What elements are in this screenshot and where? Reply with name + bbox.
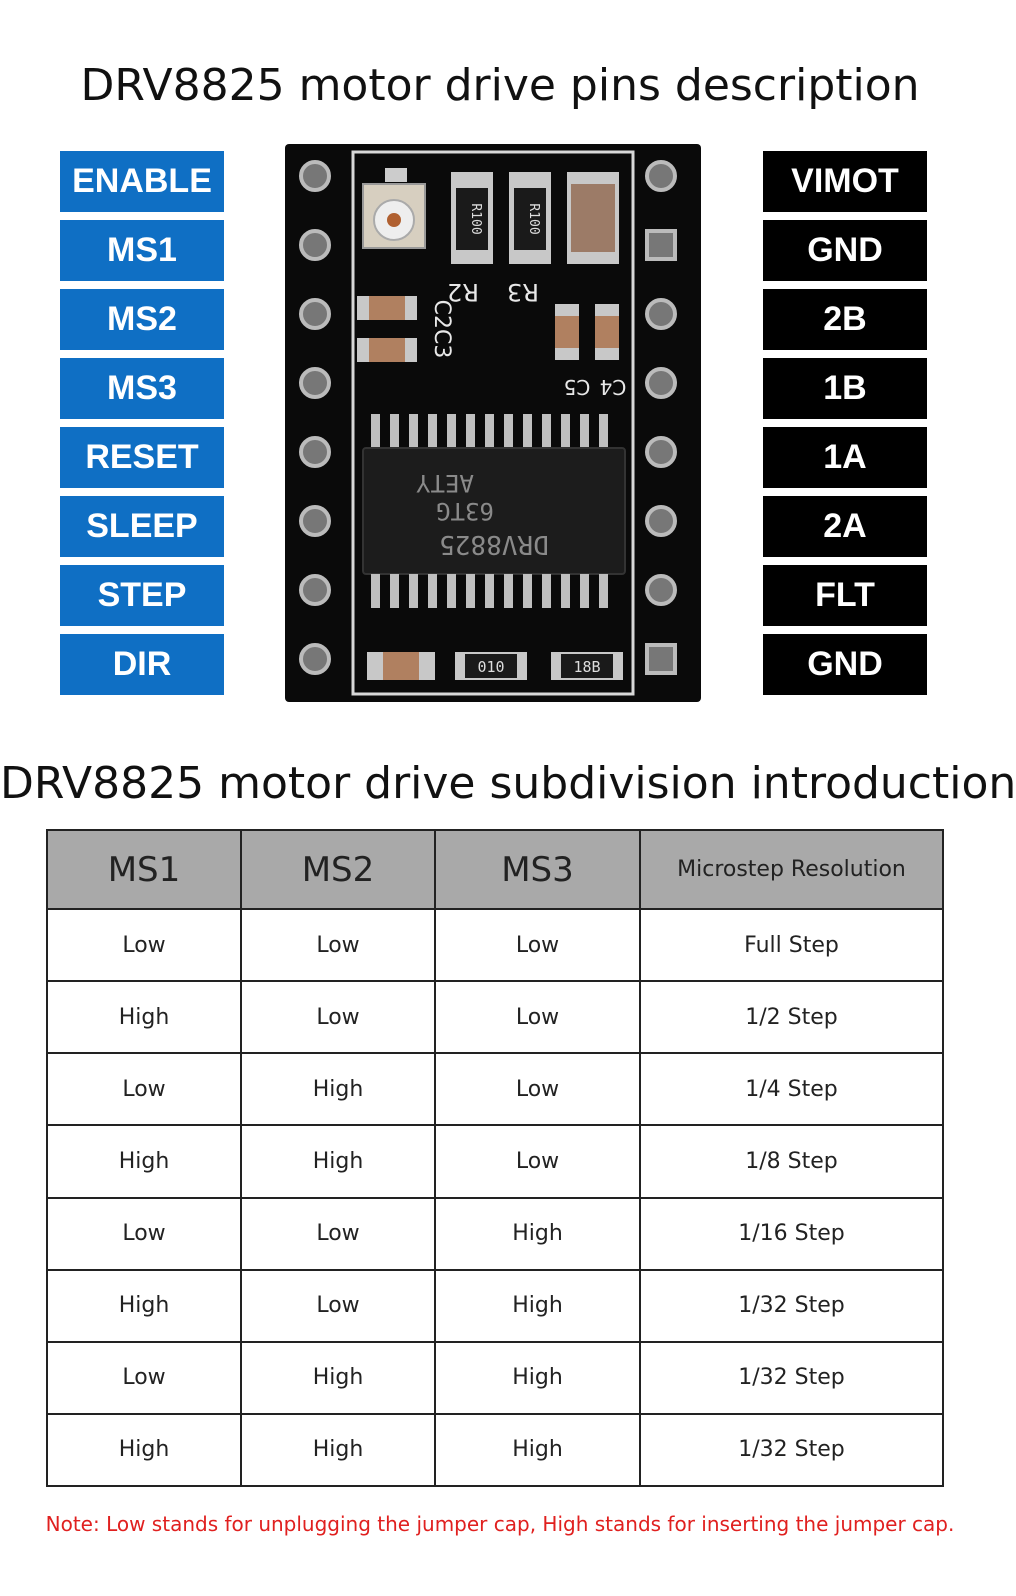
- cell-ms3: High: [434, 1340, 641, 1415]
- table-row: High High Low 1/8 Step: [46, 1124, 944, 1199]
- cell-ms3: High: [434, 1412, 641, 1488]
- cell-ms1: Low: [46, 1196, 242, 1271]
- header-ms1: MS1: [46, 829, 242, 910]
- cell-ms2: Low: [240, 980, 436, 1055]
- cell-ms2: High: [240, 1052, 436, 1127]
- potentiometer: [362, 168, 426, 249]
- ic-pins-top: [371, 414, 608, 448]
- table-row: Low Low Low Full Step: [46, 907, 944, 983]
- c5-label: C5: [564, 375, 591, 399]
- cell-resolution: 1/2 Step: [639, 980, 944, 1055]
- pin-label-sleep: SLEEP: [60, 496, 224, 557]
- pin-label-ms2: MS2: [60, 289, 224, 350]
- resistor-r2: R100: [451, 172, 493, 264]
- table-row: Low Low High 1/16 Step: [46, 1196, 944, 1271]
- cell-ms2: Low: [240, 1196, 436, 1271]
- part-18b-text: 18B: [573, 658, 600, 676]
- cell-resolution: 1/4 Step: [639, 1052, 944, 1127]
- c4-label: C4: [600, 375, 627, 399]
- chip-text-line2: 63TG: [436, 497, 494, 525]
- pin-label-ms1: MS1: [60, 220, 224, 281]
- cell-ms3: Low: [434, 907, 641, 983]
- pin-label-vimot: VIMOT: [763, 151, 927, 212]
- cell-ms3: Low: [434, 1052, 641, 1127]
- left-pin-labels: ENABLE MS1 MS2 MS3 RESET SLEEP STEP DIR: [60, 151, 224, 703]
- table-row: Low High High 1/32 Step: [46, 1340, 944, 1415]
- cell-resolution: Full Step: [639, 907, 944, 983]
- resistor-r3: R100: [509, 172, 551, 264]
- cell-ms1: Low: [46, 907, 242, 983]
- pin-label-dir: DIR: [60, 634, 224, 695]
- cell-ms1: High: [46, 1412, 242, 1488]
- pin-label-enable: ENABLE: [60, 151, 224, 212]
- right-header-pins: [645, 160, 677, 675]
- capacitors-c2-c3: [357, 296, 417, 362]
- subdivision-title: DRV8825 motor drive subdivision introduc…: [0, 758, 1016, 809]
- cell-ms2: High: [240, 1340, 436, 1415]
- cell-ms2: Low: [240, 1268, 436, 1343]
- pin-label-ms3: MS3: [60, 358, 224, 419]
- right-pin-labels: VIMOT GND 2B 1B 1A 2A FLT GND: [763, 151, 927, 703]
- drv8825-board-image: R100 R100 R2 R3 C2C3 C5 C4 DRV8825 63TG …: [285, 144, 701, 702]
- cell-ms3: High: [434, 1196, 641, 1271]
- r3-label: R3: [507, 278, 539, 306]
- microstep-table: MS1 MS2 MS3 Microstep Resolution Low Low…: [46, 829, 944, 1488]
- pin-label-gnd-2: GND: [763, 634, 927, 695]
- cell-ms1: High: [46, 1268, 242, 1343]
- cell-ms2: High: [240, 1412, 436, 1488]
- table-row: High Low Low 1/2 Step: [46, 980, 944, 1055]
- table-row: High High High 1/32 Step: [46, 1412, 944, 1488]
- ic-pins-bottom: [371, 574, 608, 608]
- header-microstep-resolution: Microstep Resolution: [639, 829, 944, 910]
- cell-ms3: Low: [434, 980, 641, 1055]
- cell-ms1: High: [46, 1124, 242, 1199]
- table-row: Low High Low 1/4 Step: [46, 1052, 944, 1127]
- r2-label: R2: [447, 278, 479, 306]
- table-row: High Low High 1/32 Step: [46, 1268, 944, 1343]
- r2-part-text: R100: [468, 203, 483, 234]
- pin-label-1b: 1B: [763, 358, 927, 419]
- cell-ms3: High: [434, 1268, 641, 1343]
- cell-ms1: Low: [46, 1340, 242, 1415]
- cell-resolution: 1/32 Step: [639, 1412, 944, 1488]
- pin-label-flt: FLT: [763, 565, 927, 626]
- pins-title: DRV8825 motor drive pins description: [80, 60, 920, 111]
- cell-resolution: 1/32 Step: [639, 1340, 944, 1415]
- pin-label-1a: 1A: [763, 427, 927, 488]
- header-ms3: MS3: [434, 829, 641, 910]
- cell-ms2: Low: [240, 907, 436, 983]
- part-010-text: 010: [477, 658, 504, 676]
- silkscreen-outline: [351, 150, 635, 696]
- capacitors-c4-c5: [555, 304, 619, 360]
- chip-text-line3: AETY: [416, 469, 474, 497]
- header-ms2: MS2: [240, 829, 436, 910]
- pin-label-gnd-1: GND: [763, 220, 927, 281]
- left-header-pins: [299, 160, 331, 675]
- capacitor-large: [567, 172, 619, 264]
- chip-text-line1: DRV8825: [439, 529, 549, 559]
- cell-resolution: 1/32 Step: [639, 1268, 944, 1343]
- pin-label-2a: 2A: [763, 496, 927, 557]
- cell-resolution: 1/16 Step: [639, 1196, 944, 1271]
- cell-ms2: High: [240, 1124, 436, 1199]
- cell-ms3: Low: [434, 1124, 641, 1199]
- bottom-components: [367, 652, 623, 680]
- cell-ms1: High: [46, 980, 242, 1055]
- table-header-row: MS1 MS2 MS3 Microstep Resolution: [46, 829, 944, 910]
- pin-label-step: STEP: [60, 565, 224, 626]
- cell-ms1: Low: [46, 1052, 242, 1127]
- jumper-cap-note: Note: Low stands for unplugging the jump…: [45, 1512, 955, 1536]
- r3-part-text: R100: [526, 203, 541, 234]
- cell-resolution: 1/8 Step: [639, 1124, 944, 1199]
- c2c3-label: C2C3: [429, 300, 454, 359]
- pin-label-2b: 2B: [763, 289, 927, 350]
- pin-label-reset: RESET: [60, 427, 224, 488]
